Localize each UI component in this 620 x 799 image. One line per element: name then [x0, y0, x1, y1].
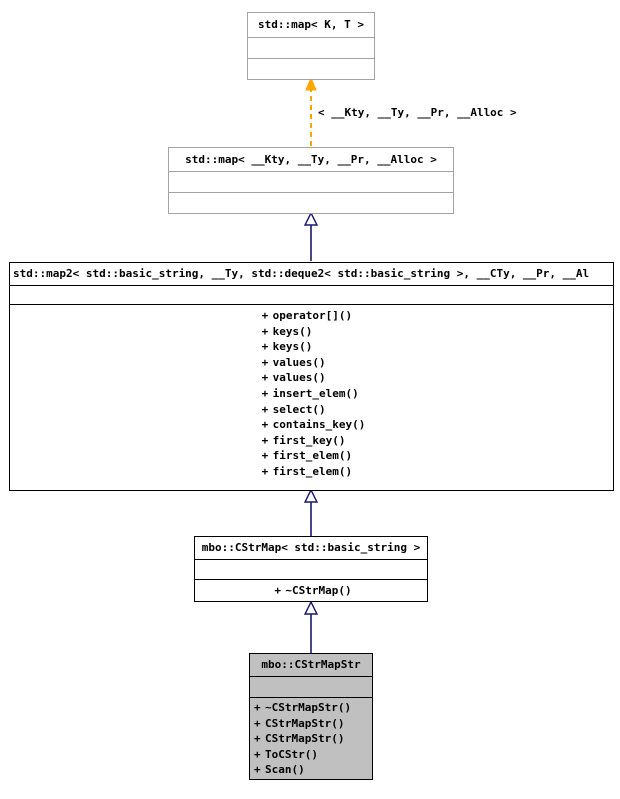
class-operation: + CStrMapStr(): [250, 716, 372, 732]
class-title-compartment: std::map< __Kty, __Ty, __Pr, __Alloc >: [169, 148, 453, 171]
edge-template-binding: [305, 76, 317, 146]
class-operation: + Scan(): [250, 762, 372, 778]
visibility-marker: +: [261, 464, 269, 478]
operation-name: first_elem(): [272, 449, 353, 463]
edge-label-template-binding: < __Kty, __Ty, __Pr, __Alloc >: [318, 106, 517, 119]
visibility-marker: +: [261, 449, 269, 463]
visibility-marker: +: [261, 433, 269, 447]
class-attributes-compartment: [250, 676, 372, 697]
edge-inherit-cstrmapstr: [303, 600, 319, 653]
class-node-std-map-kty[interactable]: std::map< __Kty, __Ty, __Pr, __Alloc >: [168, 147, 454, 214]
class-node-std-map-k-t[interactable]: std::map< K, T >: [247, 12, 375, 80]
visibility-marker: +: [261, 371, 269, 385]
class-operation: +operator[](): [258, 308, 366, 324]
class-operation: +values(): [258, 355, 366, 371]
operation-name: keys(): [272, 324, 313, 338]
class-title-compartment: std::map2< std::basic_string, __Ty, std:…: [10, 263, 613, 285]
operation-name: CStrMapStr(): [265, 716, 345, 730]
edge-inherit-map2: [303, 211, 319, 261]
visibility-marker: +: [254, 701, 261, 714]
class-operation: +select(): [258, 402, 366, 418]
operation-name: operator[](): [272, 309, 353, 322]
visibility-marker: +: [274, 583, 281, 597]
visibility-marker: +: [261, 340, 269, 354]
class-title: std::map2< std::basic_string, __Ty, std:…: [13, 268, 590, 280]
visibility-marker: +: [261, 418, 269, 432]
class-node-mbo-cstrmap[interactable]: mbo::CStrMap< std::basic_string > + ~CStr…: [194, 536, 428, 602]
operations-list: +operator[]() +keys() +keys() +values() …: [258, 308, 366, 480]
visibility-marker: +: [261, 324, 269, 338]
operations-list: + ~CStrMapStr() + CStrMapStr() + CStrMapStr…: [250, 700, 372, 778]
operation-name: Scan(): [265, 763, 305, 777]
edge-inherit-cstrmap: [303, 488, 319, 536]
class-title: mbo::CStrMapStr: [261, 659, 361, 671]
visibility-marker: +: [254, 763, 261, 777]
class-operation: +first_key(): [258, 433, 366, 449]
operation-name: select(): [272, 402, 326, 416]
class-title-compartment: mbo::CStrMapStr: [250, 654, 372, 676]
inherit-map2-arrowhead: [303, 211, 319, 226]
class-operations-compartment: [169, 192, 453, 213]
operation-name: values(): [272, 371, 326, 385]
class-operation: + ~CStrMap(): [270, 583, 351, 599]
operation-name: keys(): [272, 340, 313, 354]
visibility-marker: +: [261, 309, 269, 322]
operation-name: first_elem(): [272, 464, 353, 478]
visibility-marker: +: [254, 716, 261, 730]
class-title-compartment: mbo::CStrMap< std::basic_string >: [195, 537, 427, 559]
class-operations-compartment: + ~CStrMap(): [195, 579, 427, 601]
class-title: std::map< K, T >: [258, 19, 364, 31]
operation-name: contains_key(): [272, 418, 366, 432]
operation-name: ~CStrMapStr(): [265, 701, 352, 714]
class-operation: +insert_elem(): [258, 386, 366, 402]
class-operation: +first_elem(): [258, 464, 366, 480]
class-title: std::map< __Kty, __Ty, __Pr, __Alloc >: [185, 153, 437, 166]
operation-name: first_key(): [272, 433, 346, 447]
operation-name: values(): [272, 355, 326, 369]
operation-name: CStrMapStr(): [265, 732, 345, 746]
operations-list: + ~CStrMap(): [270, 583, 351, 599]
class-operation: +first_elem(): [258, 448, 366, 464]
template-binding-arrowhead: [305, 76, 317, 91]
operation-name: ToCStr(): [265, 747, 318, 761]
class-attributes-compartment: [169, 171, 453, 192]
class-operation: +keys(): [258, 324, 366, 340]
class-node-std-map2[interactable]: std::map2< std::basic_string, __Ty, std:…: [9, 262, 614, 491]
class-attributes-compartment: [248, 37, 374, 58]
operation-name: insert_elem(): [272, 386, 359, 400]
visibility-marker: +: [254, 747, 261, 761]
visibility-marker: +: [261, 402, 269, 416]
visibility-marker: +: [261, 386, 269, 400]
class-node-mbo-cstrmapstr[interactable]: mbo::CStrMapStr +~CStrMapStr() +CStrMapS…: [249, 653, 373, 780]
operation-name: ~CStrMap(): [285, 583, 352, 597]
class-title-compartment: std::map< K, T >: [248, 13, 374, 37]
class-attributes-compartment: [195, 559, 427, 579]
class-operation: + ToCStr(): [250, 747, 372, 763]
class-operations-compartment: + ~CStrMapStr() + CStrMapStr() + CStrMapStr…: [250, 697, 372, 779]
visibility-marker: +: [261, 355, 269, 369]
class-operation: + ~CStrMapStr(): [250, 700, 372, 716]
class-operation: +values(): [258, 370, 366, 386]
class-title: mbo::CStrMap< std::basic_string >: [201, 542, 421, 554]
class-operation: +keys(): [258, 339, 366, 355]
class-operation: +contains_key(): [258, 417, 366, 433]
class-attributes-compartment: [10, 285, 613, 304]
class-operation: + CStrMapStr(): [250, 731, 372, 747]
inherit-cstrmapstr-arrowhead: [303, 600, 319, 615]
visibility-marker: +: [254, 732, 261, 746]
class-operations-compartment: [248, 58, 374, 79]
inherit-cstrmap-arrowhead: [303, 488, 319, 503]
class-operations-compartment: +operator[]() +keys() +keys() +values() …: [10, 304, 613, 490]
